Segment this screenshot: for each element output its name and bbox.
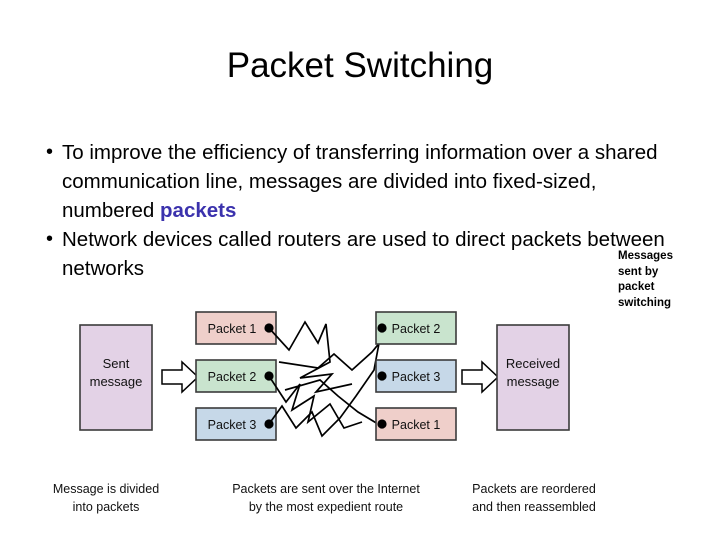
split-arrow-icon (161, 360, 200, 394)
diagram-caption-2: Packets are sent over the Internet by th… (232, 482, 420, 514)
routing-paths (268, 320, 391, 438)
side-caption-line-2: sent by (618, 265, 659, 278)
caption-2-line-1: Packets are sent over the Internet (232, 482, 420, 496)
packet-switching-diagram: Sent message Packet 1 Packet 2 Packet 3 … (0, 300, 720, 540)
right-packet-3-label: Packet 1 (392, 418, 441, 432)
caption-3-line-2: and then reassembled (472, 500, 596, 514)
bullet-point-icon: • (45, 228, 53, 250)
bullet-text: Network devices called routers are used … (62, 228, 665, 280)
received-message-line-2: message (507, 374, 560, 389)
caption-1-line-2: into packets (73, 500, 140, 514)
bullet-text-pre: To improve the efficiency of transferrin… (62, 141, 658, 222)
left-packet-2: Packet 2 (195, 359, 277, 393)
reassemble-arrow-icon (461, 360, 500, 394)
caption-3-line-1: Packets are reordered (472, 482, 596, 496)
side-caption-line-4: switching (618, 296, 672, 309)
side-caption: Messages sent by packet switching (618, 249, 714, 311)
side-caption-line-1: Messages (618, 250, 673, 262)
sent-message-box: Sent message (79, 324, 153, 431)
diagram-caption-3: Packets are reordered and then reassembl… (472, 482, 596, 514)
right-packet-3: Packet 1 (375, 407, 457, 441)
left-packet-1-label: Packet 1 (208, 322, 257, 336)
sent-message-line-2: message (90, 374, 143, 389)
bullet-text: To improve the efficiency of transferrin… (62, 138, 690, 225)
left-packet-3-label: Packet 3 (208, 418, 257, 432)
bullet-list: • To improve the efficiency of transferr… (34, 138, 690, 283)
side-caption-line-3: packet (618, 281, 655, 293)
list-item: • To improve the efficiency of transferr… (34, 138, 690, 225)
right-packet-2: Packet 3 (375, 359, 457, 393)
left-packet-3: Packet 3 (195, 407, 277, 441)
keyword-packets: packets (160, 199, 237, 222)
right-packet-2-label: Packet 3 (392, 370, 441, 384)
received-message-line-1: Received (506, 356, 560, 371)
received-message-box: Received message (496, 324, 570, 431)
diagram-caption-1: Message is divided into packets (53, 482, 159, 514)
right-packet-1: Packet 2 (375, 311, 457, 345)
sent-message-line-1: Sent (103, 356, 130, 371)
left-packet-2-label: Packet 2 (208, 370, 257, 384)
left-packet-1: Packet 1 (195, 311, 277, 345)
list-item: • Network devices called routers are use… (34, 225, 690, 283)
right-packet-1-label: Packet 2 (392, 322, 441, 336)
caption-1-line-1: Message is divided (53, 482, 159, 496)
bullet-point-icon: • (45, 141, 53, 163)
page-title: Packet Switching (226, 46, 494, 85)
caption-2-line-2: by the most expedient route (249, 500, 403, 514)
